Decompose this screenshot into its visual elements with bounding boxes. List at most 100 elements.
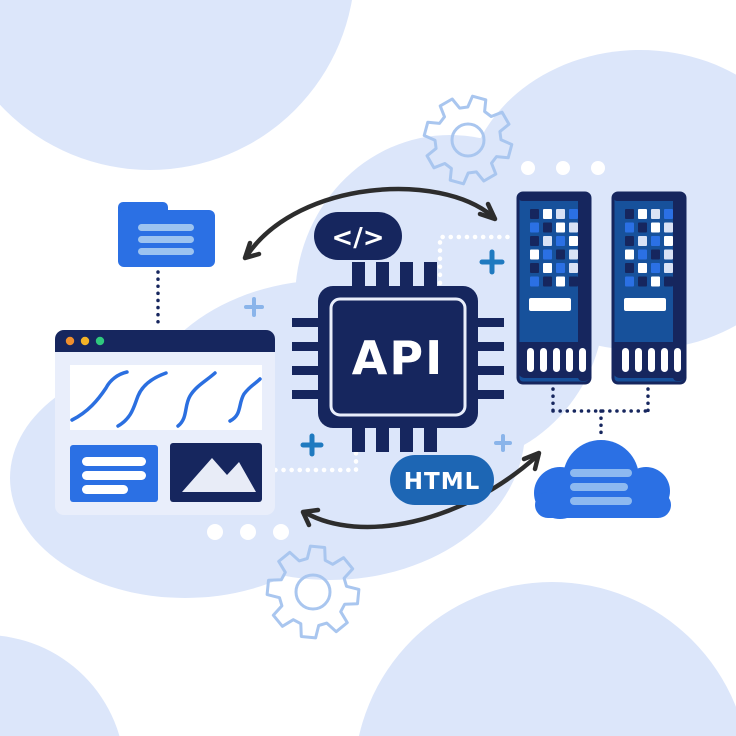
- server-top-strip: [614, 194, 684, 201]
- server-led: [530, 236, 539, 246]
- server-side-strip: [578, 195, 589, 381]
- server-led: [651, 263, 660, 273]
- plus-mark-medium-right: [479, 249, 505, 275]
- text-block: [70, 445, 158, 502]
- cloud-line: [570, 469, 632, 477]
- blob-top-left: [0, 0, 352, 170]
- api-chip: API: [292, 262, 504, 452]
- server-led: [556, 222, 565, 233]
- server-led: [625, 209, 634, 219]
- connector-chip-server: [437, 234, 518, 286]
- chip-pins: [292, 262, 504, 452]
- chip-body: [318, 286, 478, 428]
- server-led: [556, 263, 565, 273]
- server-vents: [527, 348, 586, 372]
- code-tag-badge: </>: [314, 212, 402, 260]
- server-led: [638, 276, 647, 287]
- arrow-head-left: [300, 507, 321, 528]
- server-led: [651, 222, 660, 233]
- server-led: [530, 209, 539, 219]
- dot: [521, 161, 535, 175]
- server-led: [664, 276, 673, 287]
- server-led: [530, 249, 539, 260]
- server-led: [638, 222, 647, 233]
- server-led-grid: [530, 209, 578, 287]
- server-led: [569, 276, 578, 287]
- server-led: [651, 236, 660, 246]
- folder-line: [138, 248, 194, 255]
- server-slot: [529, 298, 571, 311]
- server-led: [556, 276, 565, 287]
- server-led: [569, 249, 578, 260]
- plus-mark-light-left: [244, 297, 264, 317]
- arrow-head-right: [477, 201, 498, 222]
- server-led: [543, 263, 552, 273]
- dot: [273, 524, 289, 540]
- server-side-strip: [673, 195, 684, 381]
- html-badge-label: HTML: [404, 469, 480, 495]
- server-led: [625, 222, 634, 233]
- gear-icon-bottom: [265, 544, 361, 640]
- code-tag-label: </>: [331, 223, 384, 253]
- server-slot: [624, 298, 666, 311]
- cloud-line: [570, 497, 632, 505]
- window-titlebar: [55, 330, 275, 352]
- server-led: [569, 209, 578, 219]
- server-led: [625, 236, 634, 246]
- server-led: [651, 249, 660, 260]
- chip-inner-border: [329, 297, 467, 417]
- server-led: [530, 222, 539, 233]
- server-led-grid: [625, 209, 673, 287]
- api-label: API: [352, 331, 444, 385]
- dot: [207, 524, 223, 540]
- plus-mark-light-right: [494, 434, 512, 452]
- server-led: [625, 263, 634, 273]
- dot: [240, 524, 256, 540]
- server-led: [651, 209, 660, 219]
- html-badge: HTML: [390, 455, 494, 505]
- blob-bottom-left: [0, 635, 120, 736]
- server-led: [638, 249, 647, 260]
- server-led: [556, 236, 565, 246]
- white-dots-above-servers: [521, 161, 605, 175]
- mountain-icon: [182, 458, 256, 492]
- arrow-head-right: [521, 450, 542, 472]
- arrow-bottom: [300, 450, 542, 530]
- server-led: [543, 276, 552, 287]
- server-led: [556, 249, 565, 260]
- server-led: [625, 276, 634, 287]
- folder-line: [138, 236, 194, 243]
- folder-icon: [118, 202, 215, 267]
- server-tower-1: [516, 191, 592, 385]
- server-led: [569, 222, 578, 233]
- cloud-icon: [534, 440, 671, 519]
- server-tower-2: [611, 191, 687, 385]
- server-led: [530, 276, 539, 287]
- browser-window: [55, 330, 275, 515]
- server-led: [651, 276, 660, 287]
- server-led: [569, 263, 578, 273]
- server-led: [543, 222, 552, 233]
- server-led: [543, 249, 552, 260]
- server-led: [638, 263, 647, 273]
- window-dot-amber: [80, 336, 90, 346]
- arrow-head-left: [242, 240, 262, 261]
- server-led: [664, 209, 673, 219]
- server-led: [543, 209, 552, 219]
- server-led: [664, 263, 673, 273]
- folder-line: [138, 224, 194, 231]
- server-led: [664, 249, 673, 260]
- image-placeholder: [170, 443, 262, 502]
- server-led: [664, 222, 673, 233]
- server-led: [556, 209, 565, 219]
- window-dot-green: [95, 336, 105, 346]
- cloud-line: [570, 483, 628, 491]
- server-rack: [516, 191, 687, 385]
- plus-mark-medium-left: [300, 433, 324, 457]
- server-led: [638, 209, 647, 219]
- server-led: [530, 263, 539, 273]
- gear-icon-top: [422, 94, 514, 186]
- map-squiggles: [70, 370, 262, 428]
- server-led: [543, 236, 552, 246]
